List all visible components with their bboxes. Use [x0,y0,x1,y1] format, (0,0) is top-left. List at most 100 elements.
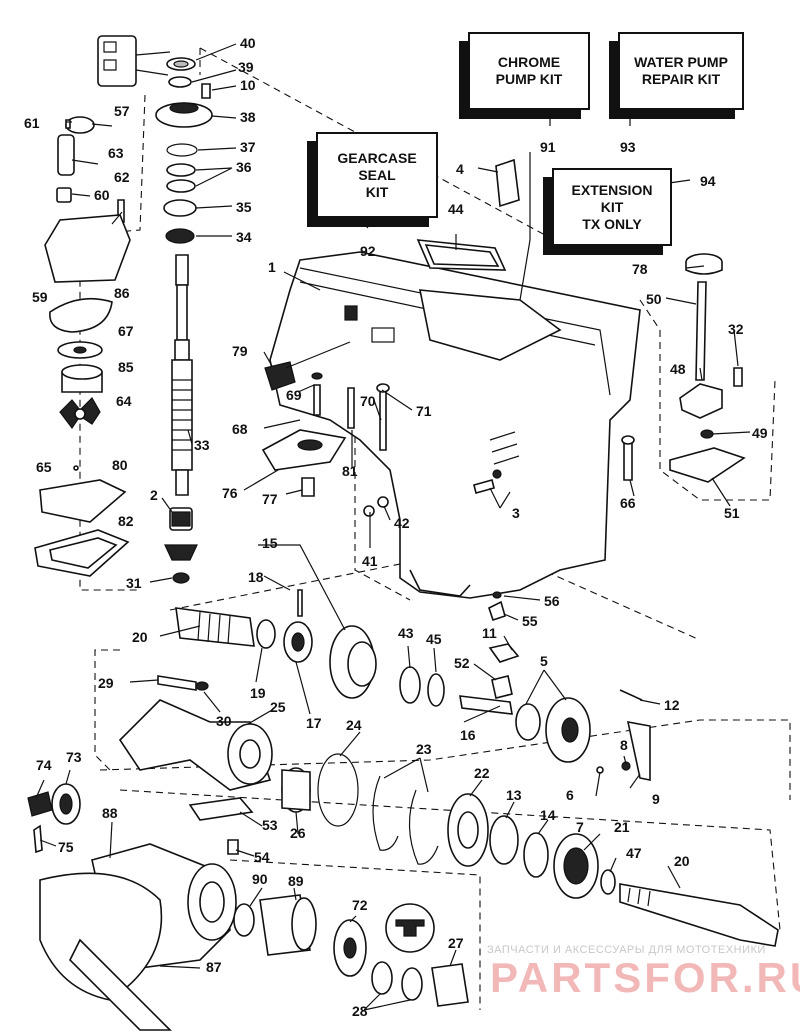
water-pump-assembly [34,116,131,577]
callout-57: 57 [114,103,130,119]
callout-77: 77 [262,491,278,507]
callout-90: 90 [252,871,268,887]
callout-59: 59 [32,289,48,305]
callout-60: 60 [94,187,110,203]
callout-52: 52 [454,655,470,671]
callout-15: 15 [262,535,278,551]
water-pump-repair-kit-box: WATER PUMP REPAIR KIT [618,32,744,110]
callout-28: 28 [352,1003,368,1019]
callout-5: 5 [540,653,548,669]
callout-23: 23 [416,741,432,757]
callout-74: 74 [36,757,52,773]
callout-40: 40 [240,35,256,51]
callout-93: 93 [620,139,636,155]
callout-76: 76 [222,485,238,501]
extension-kit-box: EXTENSION KIT TX ONLY [552,168,672,246]
callout-78: 78 [632,261,648,277]
callout-43: 43 [398,625,414,641]
callout-51: 51 [724,505,740,521]
callout-69: 69 [286,387,302,403]
callout-1: 1 [268,259,276,275]
callout-38: 38 [240,109,256,125]
callout-20b: 20 [674,853,690,869]
callout-37: 37 [240,139,256,155]
callout-11: 11 [482,625,497,641]
callout-64: 64 [116,393,132,409]
callout-13: 13 [506,787,522,803]
propeller-assembly [27,783,469,1031]
callout-73: 73 [66,749,82,765]
callout-27: 27 [448,935,464,951]
callout-12: 12 [664,697,680,713]
callout-79: 79 [232,343,248,359]
callout-25: 25 [270,699,286,715]
callout-9: 9 [652,791,660,807]
callout-56: 56 [544,593,560,609]
callout-2: 2 [150,487,158,503]
callout-20: 20 [132,629,148,645]
callout-41: 41 [362,553,378,569]
callout-49: 49 [752,425,768,441]
callout-34: 34 [236,229,252,245]
callout-68: 68 [232,421,248,437]
callout-19: 19 [250,685,266,701]
callout-31: 31 [126,575,142,591]
gear-train [118,589,779,947]
gearcase-housing [261,158,641,599]
callout-72: 72 [352,897,368,913]
callout-80: 80 [112,457,128,473]
callout-82: 82 [118,513,134,529]
callout-32: 32 [728,321,744,337]
callout-54: 54 [254,849,270,865]
watermark-brand: PARTSFOR.RU [490,954,800,1001]
callout-30: 30 [216,713,232,729]
callout-48: 48 [670,361,686,377]
watermark-caption: ЗАПЧАСТИ И АКСЕССУАРЫ ДЛЯ МОТОТЕХНИКИ [487,944,766,956]
callout-17: 17 [306,715,322,731]
callout-61: 61 [24,115,40,131]
callout-87: 87 [206,959,222,975]
callout-36: 36 [236,159,252,175]
callout-22: 22 [474,765,490,781]
callout-42: 42 [394,515,410,531]
callout-8: 8 [620,737,628,753]
callout-45: 45 [426,631,442,647]
callout-67: 67 [118,323,134,339]
callout-91: 91 [540,139,556,155]
callout-16: 16 [460,727,476,743]
callout-21: 21 [614,819,630,835]
callout-88: 88 [102,805,118,821]
callout-81: 81 [342,463,358,479]
driveshaft-stack [97,35,213,584]
callout-18: 18 [248,569,264,585]
callout-70: 70 [360,393,376,409]
callout-75: 75 [58,839,74,855]
callout-26: 26 [290,825,306,841]
callout-94: 94 [700,173,716,189]
callout-86: 86 [114,285,130,301]
callout-53: 53 [262,817,278,833]
shift-linkage [488,253,746,622]
callout-33: 33 [194,437,210,453]
callout-65: 65 [36,459,52,475]
callout-29: 29 [98,675,114,691]
callout-6: 6 [566,787,574,803]
callout-4: 4 [456,161,464,177]
callout-85: 85 [118,359,134,375]
callout-39: 39 [238,59,254,75]
callout-62: 62 [114,169,130,185]
callout-numbers: 40 39 10 38 37 36 35 34 33 2 15 31 57 61… [24,35,768,1019]
callout-14: 14 [540,807,556,823]
callout-71: 71 [416,403,432,419]
callout-10: 10 [240,77,256,93]
callout-63: 63 [108,145,124,161]
chrome-pump-kit-box: CHROME PUMP KIT [468,32,590,110]
callout-24: 24 [346,717,362,733]
callout-44: 44 [448,201,464,217]
callout-7: 7 [576,819,584,835]
callout-50: 50 [646,291,662,307]
gearcase-seal-kit-box: GEARCASE SEAL KIT [316,132,438,218]
callout-47: 47 [626,845,642,861]
